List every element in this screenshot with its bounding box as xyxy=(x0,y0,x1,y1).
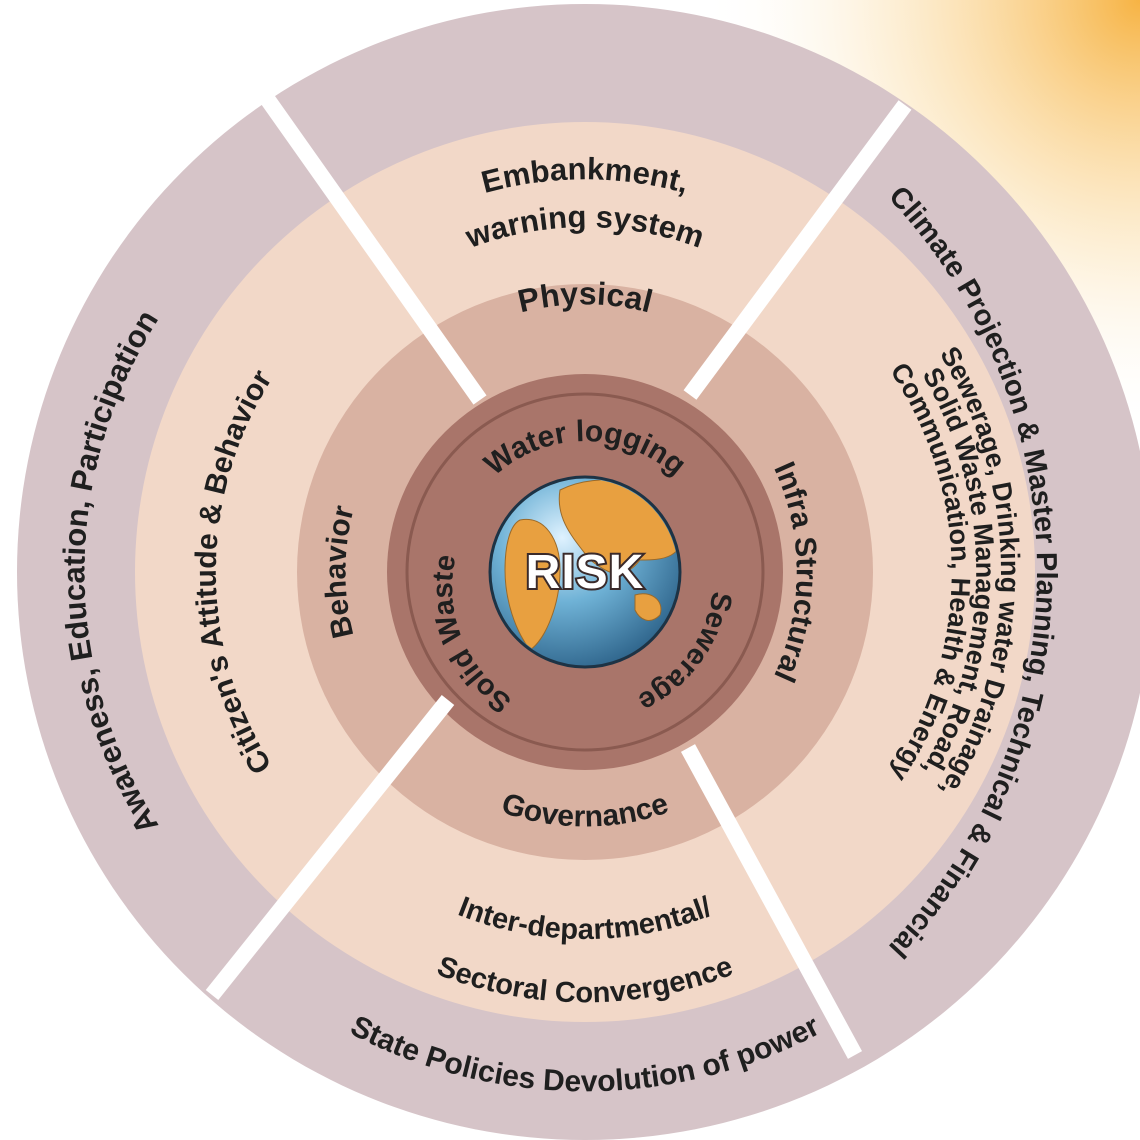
globe-icon xyxy=(488,475,682,669)
segment-dividers xyxy=(205,95,912,1059)
risk-label: RISK xyxy=(526,546,645,599)
inner-ring-border xyxy=(405,392,765,752)
